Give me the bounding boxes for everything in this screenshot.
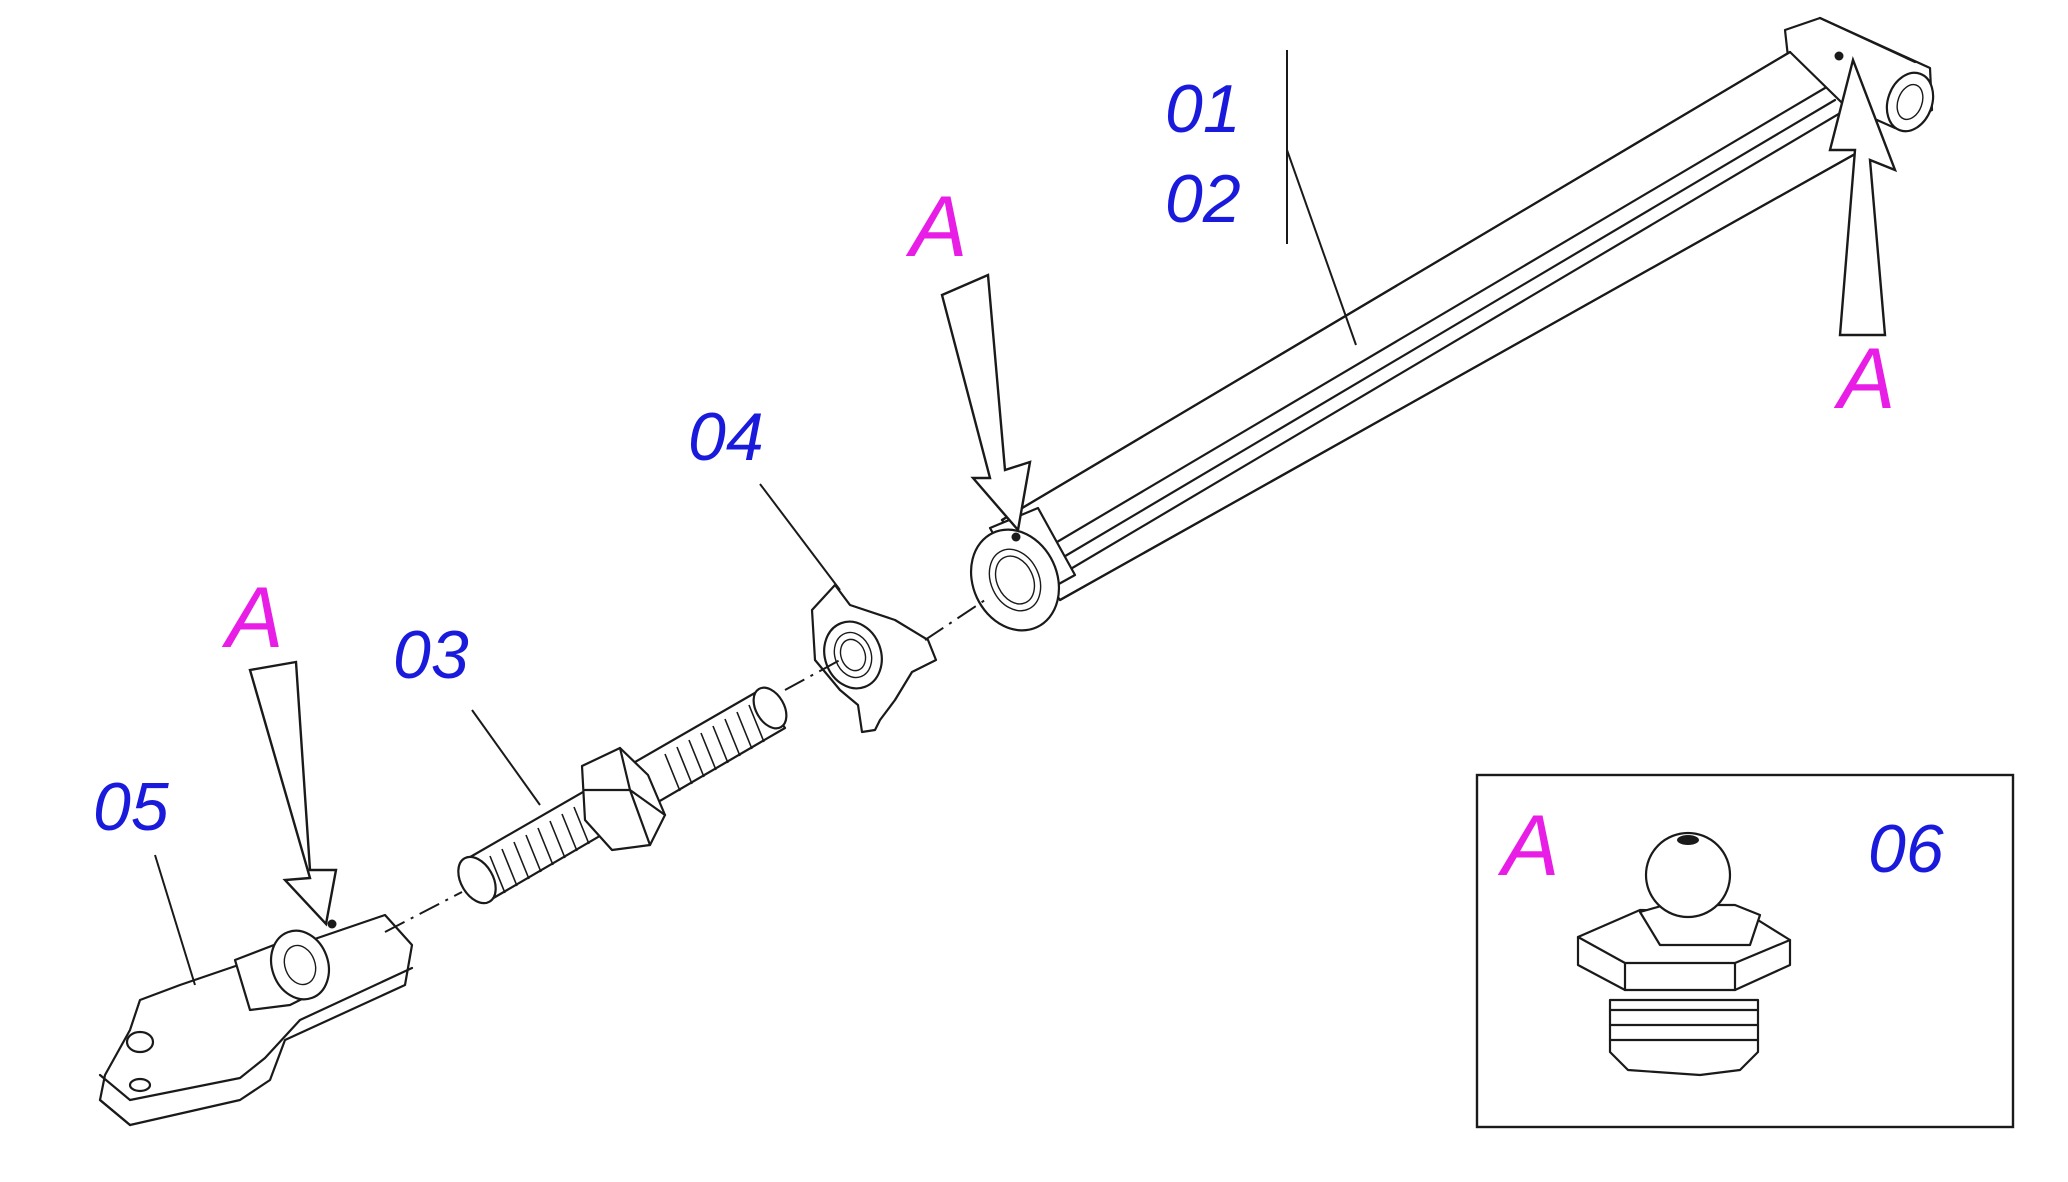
part-label-06: 06	[1868, 811, 1944, 887]
part-label-04: 04	[688, 399, 764, 475]
leader-line-05	[154, 854, 196, 986]
clevis-part	[98, 913, 414, 1127]
grease-nipple-part	[1576, 831, 1792, 1077]
arrow-icon	[248, 660, 338, 927]
arrow-icon	[1828, 56, 1898, 337]
leader-line-03	[471, 709, 541, 806]
arrow-icon	[940, 273, 1032, 533]
detail-label-a-inset: A	[1497, 798, 1559, 894]
threaded-rod-part	[457, 686, 788, 905]
part-label-01: 01	[1165, 71, 1241, 147]
detail-label-a-tube-end: A	[905, 179, 967, 275]
part-label-02: 02	[1165, 161, 1241, 237]
leader-line-04	[759, 483, 841, 591]
part-label-03: 03	[393, 617, 469, 693]
leader-line-01-02	[1286, 149, 1357, 346]
centerline-1	[384, 891, 463, 933]
detail-label-a-clevis: A	[221, 570, 283, 666]
centerline-2	[784, 659, 841, 691]
wing-nut-part	[810, 583, 938, 734]
detail-label-a-tube-top: A	[1833, 331, 1895, 427]
centerline-3	[924, 599, 986, 641]
inset-detail-box	[1475, 773, 2015, 1129]
part-label-05: 05	[93, 769, 169, 845]
tube-assembly	[969, 16, 1935, 632]
